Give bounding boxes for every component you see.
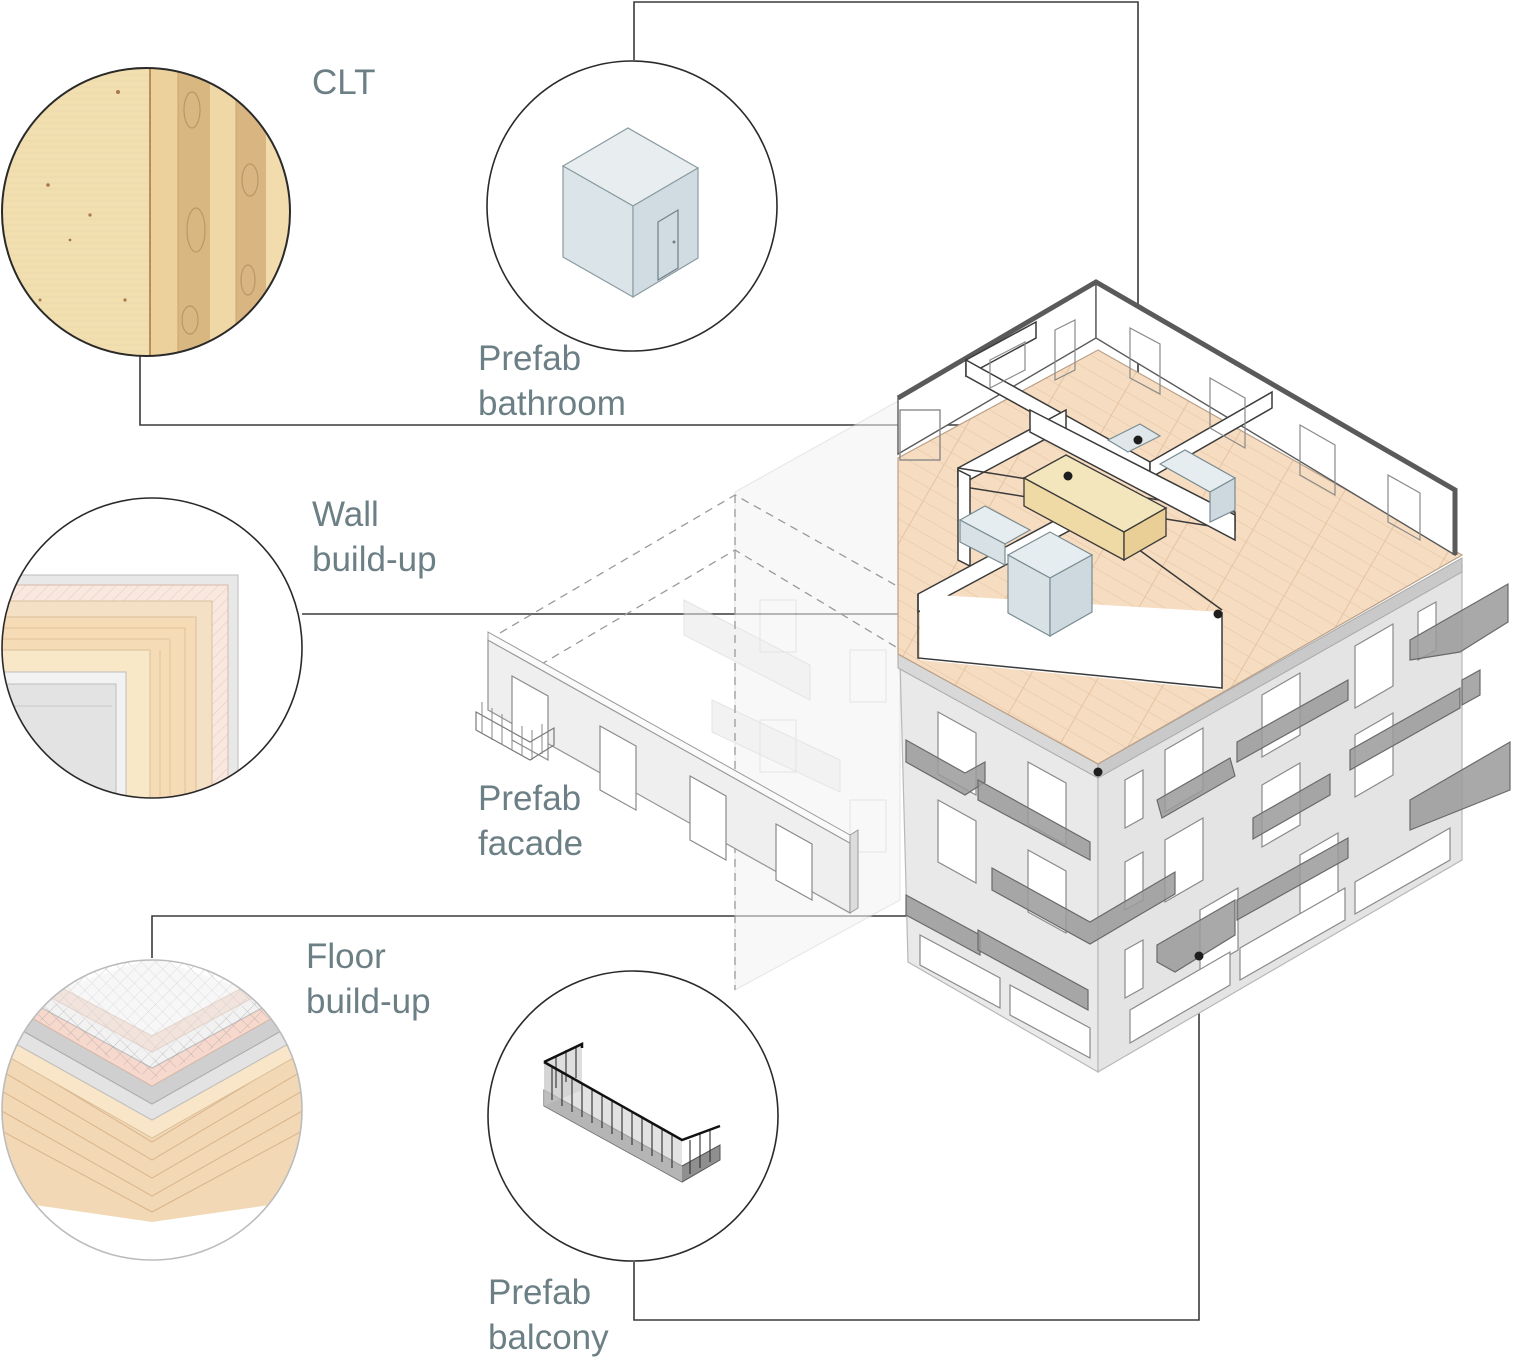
wall-buildup-icon [1,497,303,799]
label-prefab-facade-line1: Prefab [478,779,582,818]
door-frames [989,319,1421,542]
leader-balcony [633,956,1200,1321]
leader-bathroom [633,1,1139,440]
balconies [905,582,1511,1012]
label-clt-line1: CLT [312,63,376,102]
label-prefab-balcony-line1: Prefab [488,1273,592,1312]
label-floor-buildup: Floor build-up [306,934,431,1024]
connector-dots [1063,435,1223,961]
roof-edge [896,279,1458,555]
balcony-module-icon [487,970,779,1262]
ghost-volume [683,398,901,992]
building-axonometric-icon [475,279,1511,1074]
label-prefab-balcony: Prefab balcony [488,1270,609,1360]
clt-core-block [1022,454,1168,562]
label-prefab-facade: Prefab facade [478,776,583,866]
label-prefab-balcony-line2: balcony [488,1318,609,1357]
clt-texture-icon [1,67,291,357]
label-prefab-bathroom-line1: Prefab [478,339,582,378]
label-prefab-bathroom: Prefab bathroom [478,336,626,426]
label-prefab-facade-line2: facade [478,824,584,863]
label-prefab-bathroom-line2: bathroom [478,384,626,423]
prefab-facade-panel [475,631,859,915]
label-floor-buildup-line1: Floor [306,937,386,976]
bathroom-module-icon [486,60,778,352]
label-floor-buildup-line2: build-up [306,982,431,1021]
label-wall-buildup-line2: build-up [312,540,437,579]
windows-right [1124,600,1451,1045]
bathroom-modules [958,423,1237,638]
label-wall-buildup-line1: Wall [312,495,379,534]
floor-buildup-icon [1,959,303,1261]
label-wall-buildup: Wall build-up [312,492,437,582]
label-clt: CLT [312,60,376,105]
